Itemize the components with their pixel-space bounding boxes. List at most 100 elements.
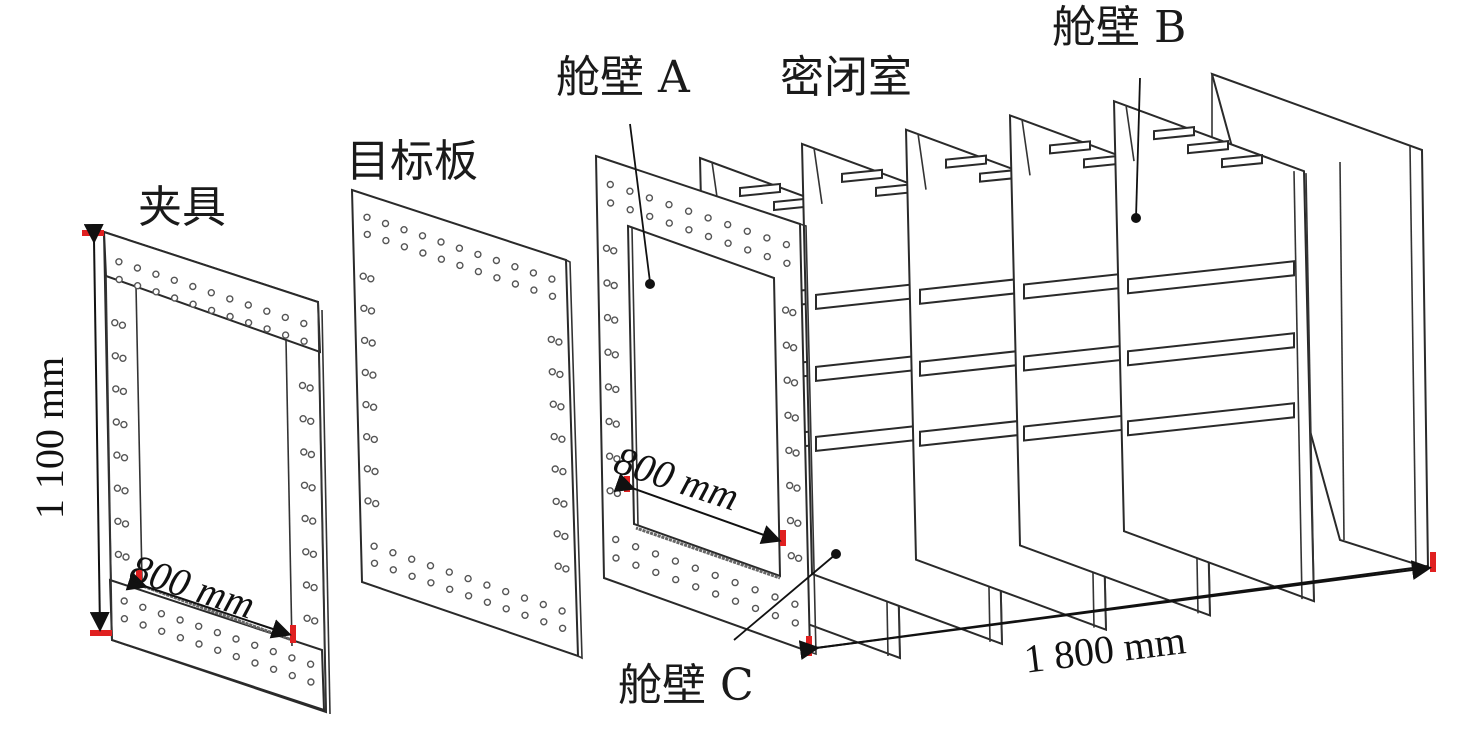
bolt-hole: [556, 370, 564, 379]
bolt-hole: [382, 236, 390, 245]
bolt-hole: [288, 671, 296, 680]
bolt-hole: [612, 385, 620, 394]
bolt-hole: [784, 411, 792, 419]
bolt-hole: [606, 199, 615, 207]
bolt-hole: [445, 568, 453, 576]
bolt-hole: [789, 308, 797, 317]
chamber-frame: [1112, 99, 1316, 603]
bolt-hole: [307, 678, 315, 686]
target-plate-bolt-holes: [359, 213, 570, 632]
chamber-frames: [698, 99, 1316, 660]
bolt-hole: [791, 619, 799, 627]
bolt-hole: [483, 598, 492, 606]
fixture-height-dimension: [82, 223, 112, 636]
bolt-hole: [613, 455, 621, 463]
bolt-hole: [120, 615, 129, 623]
bracket: [1221, 154, 1263, 169]
bolt-hole: [113, 484, 122, 492]
bolt-hole: [794, 519, 802, 527]
bolt-hole: [790, 379, 799, 387]
bolt-hole: [213, 646, 222, 654]
dimension-marker: [90, 630, 112, 636]
bolt-hole: [363, 433, 371, 441]
bolt-hole: [558, 624, 567, 632]
bolt-hole: [118, 321, 127, 329]
bolt-hole: [300, 319, 308, 328]
bolt-hole: [493, 274, 501, 282]
stiffener: [1127, 402, 1295, 437]
bolt-hole: [244, 301, 253, 309]
bulkhead-b-leader: [1131, 77, 1141, 223]
bolt-hole: [112, 385, 120, 393]
bolt-hole: [606, 180, 614, 189]
bolt-hole: [665, 219, 673, 227]
bolt-hole: [548, 368, 556, 376]
dimension-marker: [82, 230, 104, 236]
bolt-hole: [133, 282, 142, 290]
bracket: [739, 182, 781, 198]
bolt-hole: [704, 214, 712, 222]
bolt-hole: [152, 270, 160, 278]
bolt-hole: [437, 255, 446, 263]
bolt-hole: [363, 230, 371, 239]
bolt-hole: [603, 313, 612, 322]
bolt-hole: [306, 660, 315, 668]
bolt-hole: [361, 368, 369, 377]
bolt-hole: [794, 554, 803, 562]
bolt-hole: [122, 553, 130, 561]
bolt-hole: [559, 467, 567, 476]
bolt-hole: [783, 259, 791, 267]
bolt-hole: [309, 550, 318, 558]
bolt-hole: [645, 194, 654, 202]
bolt-hole: [521, 611, 529, 619]
bolt-hole: [363, 213, 371, 222]
bolt-hole: [610, 247, 618, 255]
bolt-hole: [115, 275, 123, 284]
dimension-marker: [780, 530, 786, 546]
bolt-hole: [704, 232, 713, 241]
bolt-hole: [301, 514, 309, 523]
bulkhead-a-leader: [629, 123, 655, 289]
bolt-hole: [370, 542, 378, 550]
sealed-chamber-label: 密闭室: [780, 52, 912, 103]
target-plate: [350, 188, 583, 660]
bolt-hole: [298, 381, 307, 390]
bolt-hole: [300, 481, 309, 489]
bolt-hole: [195, 640, 203, 648]
dimension-marker: [290, 625, 296, 643]
bolt-hole: [364, 497, 372, 505]
bolt-hole: [558, 435, 566, 443]
bolt-hole: [455, 244, 464, 252]
bracket: [841, 168, 883, 183]
fixture: [102, 230, 331, 715]
bulkhead-a-panel: [594, 154, 817, 656]
bolt-hole: [529, 269, 538, 277]
bolt-hole: [226, 312, 234, 321]
bolt-hole: [302, 581, 311, 589]
bolt-hole: [731, 578, 739, 587]
bolt-hole: [299, 415, 307, 423]
bolt-hole: [786, 481, 794, 490]
bolt-hole: [251, 659, 259, 667]
bolt-hole: [626, 187, 634, 195]
bolt-hole: [606, 487, 614, 495]
bolt-hole: [724, 239, 732, 247]
fixture-width-dimension: [125, 570, 296, 643]
bolt-hole: [612, 420, 620, 428]
bolt-hole: [157, 627, 166, 635]
bolt-hole: [550, 432, 558, 441]
fixture-height-dimension-label: 1 100 mm: [27, 356, 72, 520]
bolt-hole: [308, 484, 316, 492]
bolt-hole: [502, 587, 510, 596]
bracket: [1187, 140, 1229, 155]
bolt-hole: [389, 549, 397, 557]
bolt-hole: [603, 279, 611, 287]
bolt-hole: [446, 585, 454, 593]
bolt-hole: [610, 281, 618, 290]
bolt-hole: [419, 249, 427, 257]
bolt-hole: [119, 387, 128, 396]
bolt-hole: [400, 243, 409, 251]
fixture-label: 夹具: [138, 182, 226, 233]
